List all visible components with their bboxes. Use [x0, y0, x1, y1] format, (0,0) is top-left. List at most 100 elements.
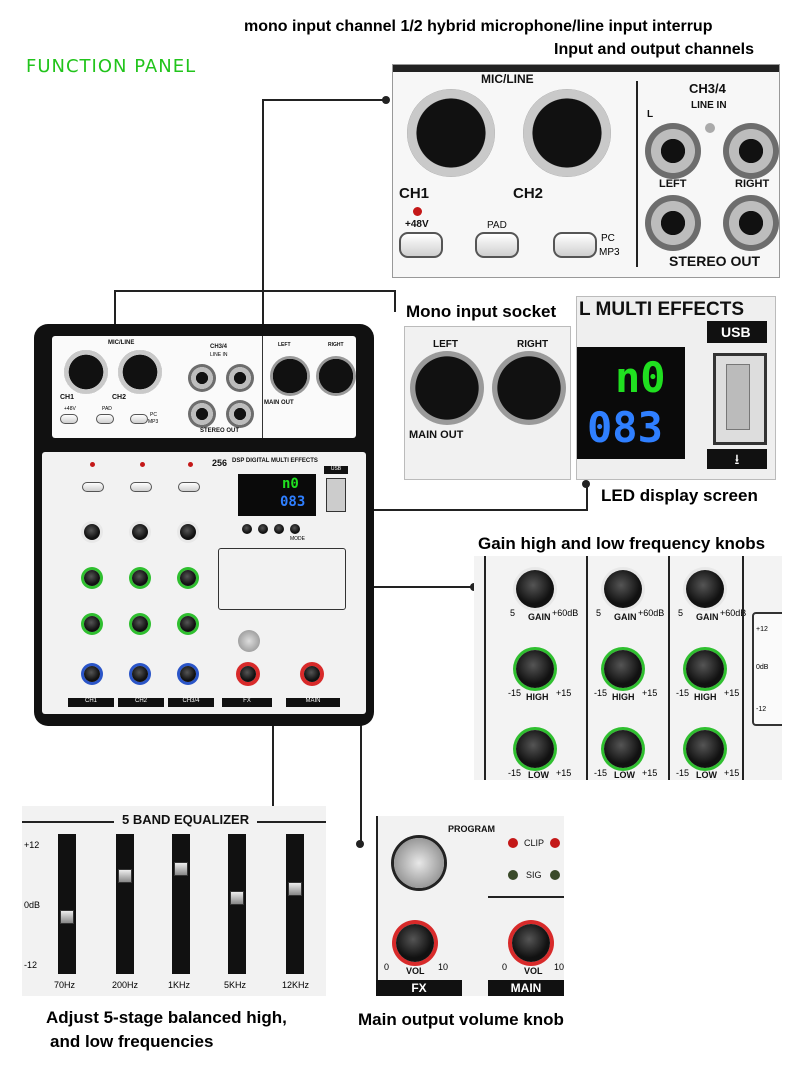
gain-knob-ch1[interactable] [516, 570, 554, 608]
gain-label: GAIN [528, 612, 551, 622]
main-volume-caption: Main output volume knob [358, 1010, 564, 1029]
function-panel-title: FUNCTION PANEL [26, 56, 197, 77]
line-in-label: LINE IN [691, 100, 727, 111]
next-button[interactable] [274, 524, 284, 534]
low-knob-ch1[interactable] [516, 730, 554, 768]
minus15-label: -15 [508, 688, 522, 698]
phantom-48v-button[interactable] [60, 414, 78, 424]
fx-strip-label: FX [222, 698, 272, 707]
prev-button[interactable] [242, 524, 252, 534]
stereo-out-left-jack[interactable] [645, 195, 701, 251]
low-knob-ch2[interactable] [132, 616, 148, 632]
fx-on-off-switch-ch1[interactable] [82, 482, 104, 492]
ch1-label: CH1 [60, 394, 75, 401]
play-pause-button[interactable] [258, 524, 268, 534]
high-knob-ch2[interactable] [132, 570, 148, 586]
clip-led-right [550, 838, 560, 848]
vol-knob-ch34[interactable] [180, 666, 196, 682]
usb-port[interactable] [326, 478, 346, 512]
eq-fader-200hz[interactable] [118, 869, 132, 884]
fx-on-off-switch-ch2[interactable] [130, 482, 152, 492]
ten-label: 10 [438, 962, 449, 972]
stereo-out-left-jack[interactable] [188, 400, 216, 428]
pc-mp3-button[interactable] [553, 232, 597, 258]
ch1-combo-jack[interactable] [64, 350, 108, 394]
ch34-strip-label: CH3/4 [168, 698, 214, 707]
ch1-combo-jack[interactable] [407, 89, 495, 177]
zero-label: 0 [384, 962, 390, 972]
fx-on-off-switch-ch34[interactable] [178, 482, 200, 492]
vol-label: VOL [524, 966, 543, 976]
main-out-left-xlr[interactable] [410, 351, 484, 425]
main-section-label: MAIN [488, 980, 564, 996]
main-out-right-xlr[interactable] [316, 356, 356, 396]
program-knob[interactable] [394, 838, 444, 888]
low-knob-ch34[interactable] [686, 730, 724, 768]
left-label: LEFT [278, 342, 291, 348]
scale-bottom-label: -12 [24, 960, 38, 970]
ch4-line-jack[interactable] [723, 123, 779, 179]
gain-knob-ch34[interactable] [180, 524, 196, 540]
fx-vol-knob[interactable] [396, 924, 434, 962]
low-knob-ch34[interactable] [180, 616, 196, 632]
vol-knob-ch1[interactable] [84, 666, 100, 682]
gain-knobs-caption: Gain high and low frequency knobs [478, 534, 766, 553]
main-out-left-xlr[interactable] [270, 356, 310, 396]
pad-button[interactable] [475, 232, 519, 258]
high-label: HIGH [612, 692, 635, 702]
vol-knob-ch2[interactable] [132, 666, 148, 682]
mixer-top-panel: MIC/LINE CH1 CH2 +48V PAD PC MP3 CH3/4 L… [52, 336, 356, 438]
eq-fader-70hz[interactable] [60, 909, 74, 924]
l-label: L [647, 109, 654, 120]
phantom-48v-button[interactable] [399, 232, 443, 258]
gain-knob-ch1[interactable] [84, 524, 100, 540]
pc-label: PC [150, 412, 157, 418]
high-knob-ch1[interactable] [84, 570, 100, 586]
gain-knob-ch2[interactable] [132, 524, 148, 540]
eq-fader-slot [172, 834, 190, 974]
stereo-out-right-jack[interactable] [226, 400, 254, 428]
gain-max-label: +60dB [638, 608, 665, 618]
mode-button[interactable] [290, 524, 300, 534]
program-knob[interactable] [238, 630, 260, 652]
high-knob-ch34[interactable] [180, 570, 196, 586]
high-knob-ch34[interactable] [686, 650, 724, 688]
eq-fader-12khz[interactable] [288, 881, 302, 896]
pc-mp3-button[interactable] [130, 414, 148, 424]
eq-fader-1khz[interactable] [174, 861, 188, 876]
eq-fader-5khz[interactable] [230, 890, 244, 905]
connector-dot [382, 96, 390, 104]
display-bottom-readout: 083 [280, 494, 306, 510]
scale-top-label: +12 [756, 626, 768, 633]
gain-knob-ch2[interactable] [604, 570, 642, 608]
minus15-label: -15 [594, 688, 608, 698]
clip-led-left [508, 838, 518, 848]
ch4-line-jack[interactable] [226, 364, 254, 392]
high-knob-ch1[interactable] [516, 650, 554, 688]
gain-min-label: 5 [596, 608, 602, 618]
gain-label: GAIN [696, 612, 719, 622]
ch2-combo-jack[interactable] [523, 89, 611, 177]
connector-dot [582, 480, 590, 488]
low-knob-ch1[interactable] [84, 616, 100, 632]
fx-vol-knob[interactable] [240, 666, 256, 682]
gain-min-label: 5 [678, 608, 684, 618]
pad-button[interactable] [96, 414, 114, 424]
divider [262, 336, 263, 438]
eq-scale-edge: +12 0dB -12 [752, 612, 782, 726]
low-knob-ch2[interactable] [604, 730, 642, 768]
main-vol-knob[interactable] [304, 666, 320, 682]
gain-knob-ch34[interactable] [686, 570, 724, 608]
zero-label: 0 [502, 962, 508, 972]
ch2-combo-jack[interactable] [118, 350, 162, 394]
ch3-line-jack[interactable] [188, 364, 216, 392]
gain-max-label: +60dB [720, 608, 747, 618]
main-out-right-xlr[interactable] [492, 351, 566, 425]
high-knob-ch2[interactable] [604, 650, 642, 688]
main-vol-knob[interactable] [512, 924, 550, 962]
usb-port[interactable] [713, 353, 767, 445]
ch3-line-jack[interactable] [645, 123, 701, 179]
stereo-out-right-jack[interactable] [723, 195, 779, 251]
led-display: n0 083 [577, 347, 685, 459]
